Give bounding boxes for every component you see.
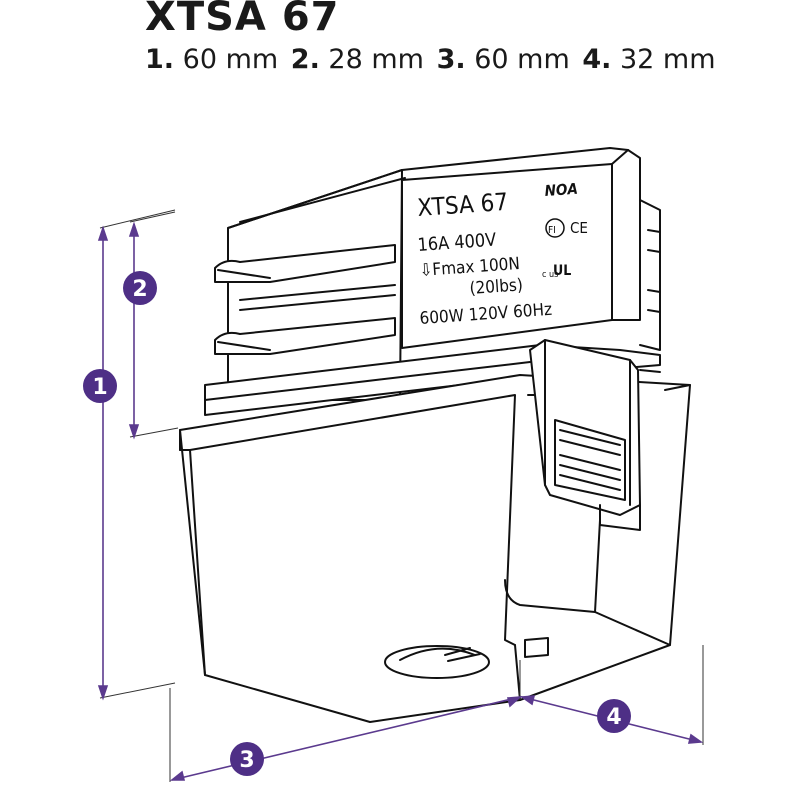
fi-mark-icon: [545, 218, 565, 238]
adapter-outline: [179, 147, 691, 723]
dim-1-value: 60 mm: [182, 44, 279, 75]
dim-2-value: 28 mm: [328, 44, 424, 75]
svg-text:3: 3: [239, 748, 254, 773]
dim-3-number: 3.: [436, 44, 466, 75]
dimension-badges: 1 2 3 4: [83, 271, 631, 776]
badge-1: 1: [83, 369, 117, 403]
badge-2: 2: [123, 271, 157, 305]
plate-force-lbs: (20lbs): [469, 275, 524, 299]
ce-mark: CE: [570, 219, 588, 237]
noca-logo: NOA: [544, 180, 578, 200]
ul-mark: c us: [542, 270, 558, 280]
plate-model: XTSA 67: [416, 188, 509, 222]
dim-4-number: 4.: [582, 44, 612, 75]
dim-3-value: 60 mm: [474, 44, 570, 75]
svg-text:1: 1: [92, 375, 107, 400]
svg-text:4: 4: [606, 705, 621, 730]
badge-3: 3: [230, 742, 264, 776]
fi-mark-text: FI: [548, 225, 556, 236]
dimension-list: 1. 60 mm 2. 28 mm 3. 60 mm 4. 32 mm: [145, 44, 720, 75]
dimension-3-line: [171, 696, 521, 781]
dim-4-value: 32 mm: [619, 44, 716, 75]
dim-1-number: 1.: [145, 44, 175, 75]
page-title: XTSA 67: [145, 0, 340, 40]
badge-4: 4: [597, 699, 631, 733]
dim-2-number: 2.: [290, 44, 320, 75]
svg-text:2: 2: [132, 277, 147, 302]
ul-logo-icon: UL: [553, 263, 571, 279]
